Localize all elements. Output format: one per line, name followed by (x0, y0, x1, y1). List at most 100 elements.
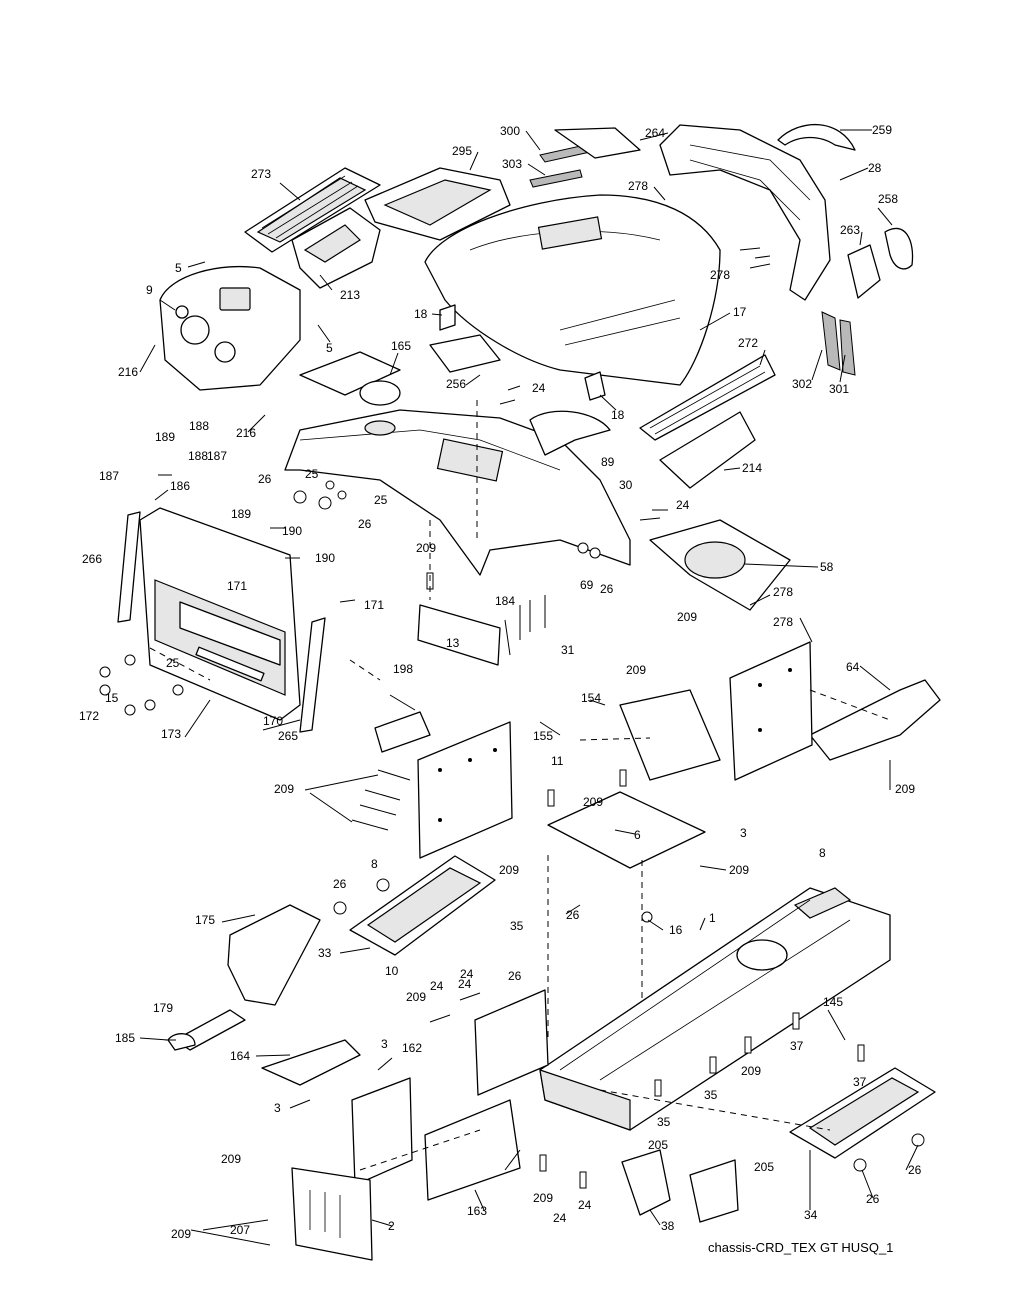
callout: 198 (393, 662, 413, 676)
side-plate-13 (729, 641, 813, 781)
callout: 24 (460, 967, 474, 981)
pan-58 (649, 519, 791, 611)
callout: 58 (820, 560, 834, 574)
callout: 165 (391, 339, 411, 353)
callout: 278 (773, 615, 793, 629)
callout: 190 (282, 524, 302, 538)
callout: 26 (508, 969, 522, 983)
pedal-185 (167, 1033, 196, 1051)
callout: 209 (221, 1152, 241, 1166)
callout: 13 (446, 636, 460, 650)
callout: 209 (406, 990, 426, 1004)
callout: 258 (878, 192, 898, 206)
light-258 (884, 227, 914, 270)
bracket-2 (291, 1167, 373, 1261)
callout: 213 (340, 288, 360, 302)
callout: 303 (502, 157, 522, 171)
callout: 8 (819, 846, 826, 860)
plate-64 (619, 689, 721, 781)
callout: 301 (829, 382, 849, 396)
callout: 28 (868, 161, 882, 175)
callout: 37 (790, 1039, 804, 1053)
callout: 26 (333, 877, 347, 891)
callout: 265 (278, 729, 298, 743)
callout: 164 (230, 1049, 250, 1063)
callout: 26 (866, 1192, 880, 1206)
callout: 172 (79, 709, 99, 723)
callout: 154 (581, 691, 601, 705)
callout: 5 (326, 341, 333, 355)
cover-256 (429, 334, 501, 373)
callout: 15 (105, 691, 119, 705)
callout: 24 (458, 977, 472, 991)
callout: 9 (146, 283, 153, 297)
assembly-lines (149, 400, 891, 1171)
callout: 184 (495, 594, 515, 608)
callout: 35 (657, 1115, 671, 1129)
callout: 6 (634, 828, 641, 842)
callout: 209 (499, 863, 519, 877)
callout: 18 (414, 307, 428, 321)
panel-263 (847, 244, 881, 299)
callout: 26 (258, 472, 272, 486)
side-plate-163 (424, 1099, 521, 1201)
diagram-caption: chassis-CRD_TEX GT HUSQ_1 (708, 1240, 894, 1255)
callout: 155 (533, 729, 553, 743)
vent-300-303-264 (529, 127, 641, 188)
callout: 278 (710, 268, 730, 282)
panel-214 (659, 411, 756, 489)
callout: 1 (709, 911, 716, 925)
callout: 189 (231, 507, 251, 521)
callout-labels: 300 264 259 295 303 28 273 278 258 5 263… (79, 123, 922, 1241)
callout: 209 (729, 863, 749, 877)
callout: 187 (99, 469, 119, 483)
callout: 163 (467, 1204, 487, 1218)
callout: 34 (804, 1208, 818, 1222)
callout: 10 (385, 964, 399, 978)
callout: 24 (553, 1211, 567, 1225)
callout: 170 (263, 714, 283, 728)
footrest-33 (349, 855, 496, 956)
callout: 24 (676, 498, 690, 512)
callout: 214 (742, 461, 762, 475)
callout: 26 (908, 1163, 922, 1177)
callout: 188 (189, 419, 209, 433)
callout: 89 (601, 455, 615, 469)
callout: 35 (510, 919, 524, 933)
callout: 188 (188, 449, 208, 463)
callout: 263 (840, 223, 860, 237)
callout: 179 (153, 1001, 173, 1015)
callout: 3 (381, 1037, 388, 1051)
trim-265 (299, 617, 326, 733)
callout: 3 (274, 1101, 281, 1115)
side-plate-11 (417, 721, 513, 859)
callout: 266 (82, 552, 102, 566)
bracket-154 (809, 679, 941, 761)
callout: 24 (430, 979, 444, 993)
side-plate-162 (351, 1077, 413, 1186)
seat-pan-89 (529, 410, 611, 456)
callout: 26 (358, 517, 372, 531)
callout: 259 (872, 123, 892, 137)
callout: 33 (318, 946, 332, 960)
label-leaders (139, 129, 919, 1246)
callout: 216 (236, 426, 256, 440)
footrest-34 (789, 1067, 936, 1159)
callout: 209 (895, 782, 915, 796)
cover-165 (299, 351, 401, 406)
callout: 171 (227, 579, 247, 593)
dash-9 (159, 265, 301, 391)
bracket-31 (417, 604, 501, 666)
grille-272 (639, 354, 776, 441)
bracket-155 (374, 711, 431, 753)
callout: 209 (171, 1227, 191, 1241)
bracket-164 (261, 1039, 361, 1086)
trim-266 (117, 511, 141, 623)
callout: 31 (561, 643, 575, 657)
callout: 5 (175, 261, 182, 275)
callout: 8 (371, 857, 378, 871)
hood-17 (424, 194, 721, 386)
hood-295 (364, 167, 511, 241)
callout: 187 (207, 449, 227, 463)
